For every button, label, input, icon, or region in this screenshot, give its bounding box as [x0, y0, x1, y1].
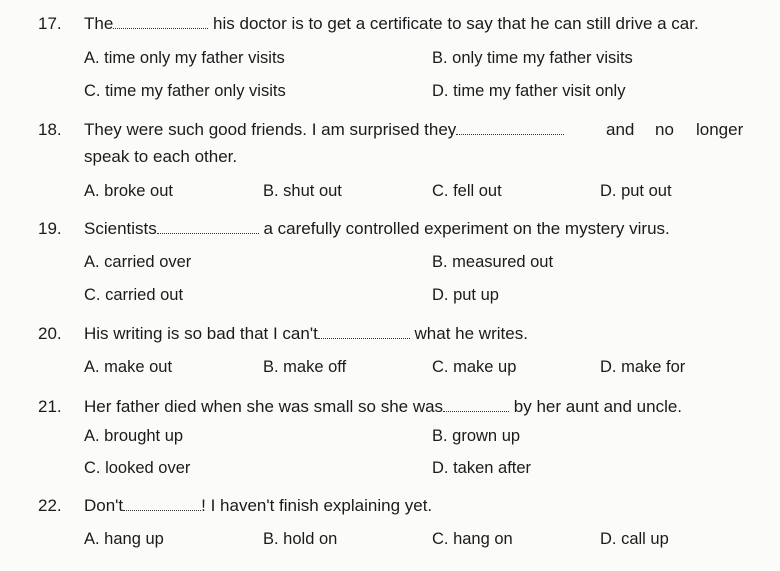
answer-blank[interactable]	[456, 122, 565, 135]
option-a[interactable]: A. hang up	[84, 530, 164, 548]
question-stem: Her father died when she was small so sh…	[84, 397, 683, 416]
option-b[interactable]: B. grown up	[432, 427, 521, 445]
option-d[interactable]: D. put out	[600, 182, 672, 200]
question-number: 20.	[38, 324, 62, 343]
option-d[interactable]: D. make for	[600, 358, 686, 376]
option-c[interactable]: C. carried out	[84, 286, 184, 304]
stem-word: longer	[696, 120, 744, 139]
option-a[interactable]: A. brought up	[84, 427, 184, 445]
option-a[interactable]: A. time only my father visits	[84, 49, 285, 67]
option-a[interactable]: A. carried over	[84, 253, 192, 271]
option-c[interactable]: C. hang on	[432, 530, 513, 548]
option-b[interactable]: B. hold on	[263, 530, 338, 548]
question-number: 18.	[38, 120, 62, 139]
question-stem: Scientists a carefully controlled experi…	[84, 219, 670, 238]
stem-word: and	[606, 120, 635, 139]
question-stem: The his doctor is to get a certificate t…	[84, 14, 699, 33]
option-a[interactable]: A. make out	[84, 358, 173, 376]
question-number: 21.	[38, 397, 62, 416]
option-c[interactable]: C. time my father only visits	[84, 82, 286, 100]
question-number: 19.	[38, 219, 62, 238]
option-c[interactable]: C. make up	[432, 358, 517, 376]
stem-word: no	[655, 120, 674, 139]
option-b[interactable]: B. shut out	[263, 182, 342, 200]
question-stem: Don't! I haven't finish explaining yet.	[84, 496, 433, 515]
option-c[interactable]: C. looked over	[84, 459, 191, 477]
answer-blank[interactable]	[156, 221, 259, 234]
option-c[interactable]: C. fell out	[432, 182, 502, 200]
answer-blank[interactable]	[113, 16, 209, 29]
option-b[interactable]: B. only time my father visits	[432, 49, 633, 67]
answer-blank[interactable]	[317, 326, 410, 339]
option-d[interactable]: D. time my father visit only	[432, 82, 626, 100]
option-d[interactable]: D. taken after	[432, 459, 532, 477]
answer-blank[interactable]	[123, 498, 202, 511]
question-stem: His writing is so bad that I can't what …	[84, 324, 528, 343]
option-b[interactable]: B. make off	[263, 358, 347, 376]
answer-blank[interactable]	[443, 399, 510, 412]
question-number: 22.	[38, 496, 62, 515]
question-stem: They were such good friends. I am surpri…	[84, 120, 565, 140]
option-b[interactable]: B. measured out	[432, 253, 554, 271]
option-d[interactable]: D. call up	[600, 530, 669, 548]
question-number: 17.	[38, 14, 62, 33]
option-d[interactable]: D. put up	[432, 286, 499, 304]
option-a[interactable]: A. broke out	[84, 182, 173, 200]
